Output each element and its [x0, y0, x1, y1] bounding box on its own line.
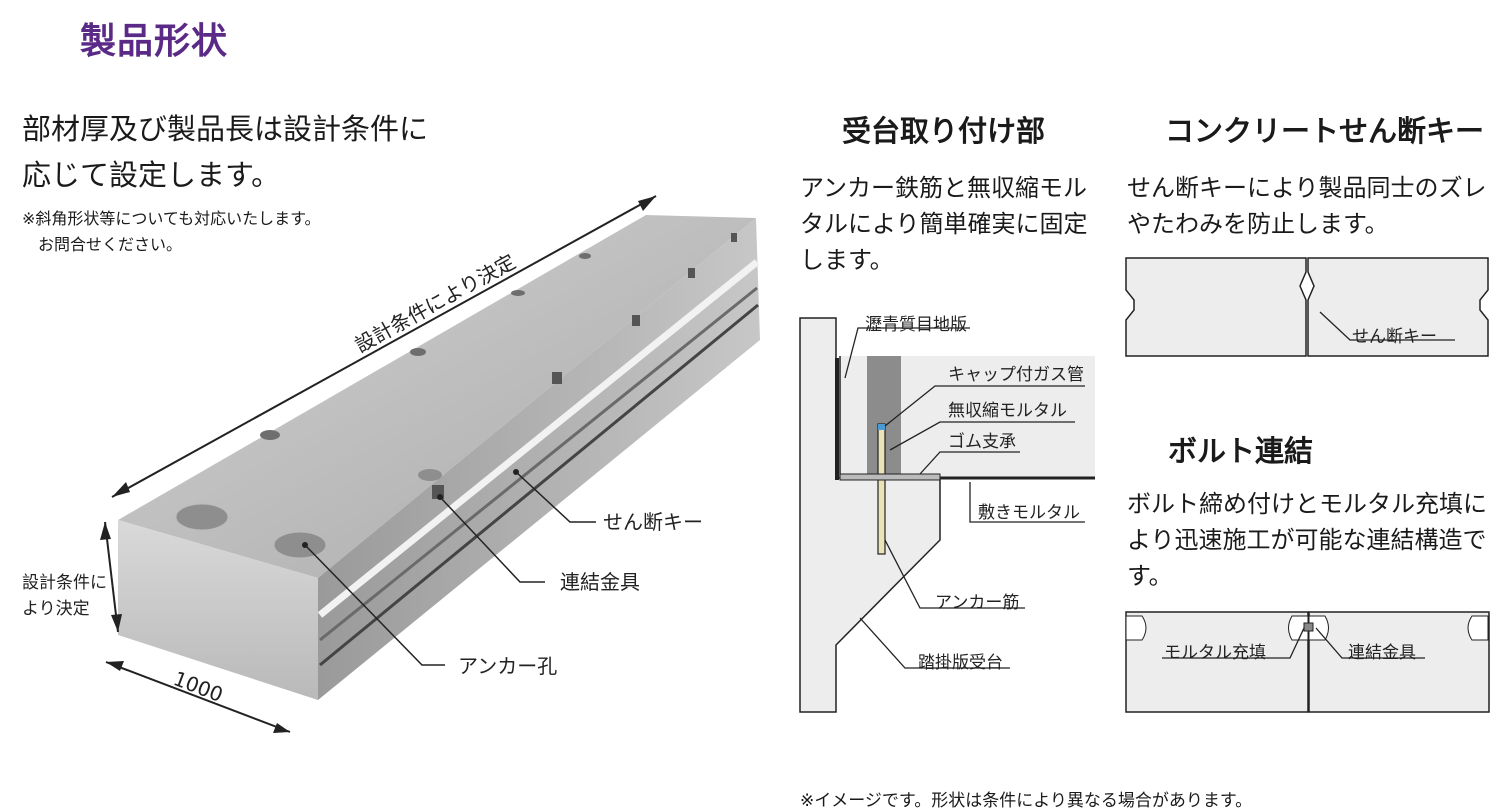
slab-top-face — [118, 215, 756, 578]
bearing-diagram: 瀝青質目地版 キャップ付ガス管 無収縮モルタル ゴム支承 敷きモルタル アンカー… — [799, 315, 1095, 713]
anchor-hole — [273, 531, 327, 559]
footer-note: ※イメージです。形状は条件により異なる場合があります。 — [800, 791, 1253, 811]
note-line-1: ※斜角形状等についても対応いたします。 — [22, 209, 321, 228]
width-label: 1000 — [170, 666, 226, 707]
bolt-heading: ボルト連結 — [1168, 434, 1314, 468]
height-label-1: 設計条件に — [22, 573, 107, 593]
callout-shear-key: せん断キー — [603, 510, 703, 534]
label-rubber: ゴム支承 — [948, 431, 1016, 452]
label-cap-pipe: キャップ付ガス管 — [948, 365, 1084, 385]
product-illustration: 設計条件により決定 設計条件に より決定 1000 せん断キー 連結金具 アンカ… — [22, 195, 760, 733]
width-dimension-line — [105, 661, 291, 733]
bearing-desc-line-1: アンカー鉄筋と無収縮モル — [800, 174, 1088, 202]
bolt-desc-line-2: より迅速施工が可能な連結構造で — [1127, 526, 1487, 554]
length-dimension-line — [111, 195, 657, 498]
shear-key-left-block — [1125, 257, 1307, 357]
lead-text: 部材厚及び製品長は設計条件に 応じて設定します。 — [22, 106, 492, 198]
lead-line-1: 部材厚及び製品長は設計条件に — [22, 112, 429, 146]
bolt-connector — [1303, 622, 1314, 632]
label-shear-key: せん断キー — [1352, 327, 1437, 347]
bolt-desc-line-3: す。 — [1127, 562, 1173, 590]
bolt-diagram: モルタル充填 連結金具 — [1125, 611, 1490, 713]
label-connector: 連結金具 — [1348, 643, 1416, 663]
label-mortar: 無収縮モルタル — [948, 401, 1067, 421]
bearing-desc-line-3: します。 — [800, 246, 894, 274]
shear-key-ridge — [317, 259, 760, 618]
callout-anchor-hole: アンカー孔 — [458, 654, 557, 678]
bearing-description: アンカー鉄筋と無収縮モル タルにより簡単確実に固定 します。 — [800, 170, 1100, 278]
shear-key-desc-line-2: やたわみを防止します。 — [1127, 210, 1389, 238]
shear-key-description: せん断キーにより製品同士のズレ やたわみを防止します。 — [1127, 170, 1506, 242]
label-mortar-fill: モルタル充填 — [1164, 643, 1266, 663]
asphalt-board — [835, 358, 839, 480]
label-seat: 踏掛版受台 — [918, 653, 1003, 673]
rubber-bearing — [839, 473, 941, 481]
bolt-left-block — [1125, 611, 1309, 713]
callout-connector: 連結金具 — [560, 570, 640, 594]
shear-key-desc-line-1: せん断キーにより製品同士のズレ — [1127, 174, 1487, 202]
anchor-hole — [175, 503, 229, 531]
shear-key-diagram: せん断キー — [1125, 257, 1489, 357]
page-title: 製品形状 — [80, 21, 229, 62]
slab-side-face — [318, 218, 760, 700]
height-dimension-line — [104, 521, 119, 633]
bolt-desc-line-1: ボルト締め付けとモルタル充填に — [1127, 490, 1487, 518]
label-bed-mortar: 敷きモルタル — [978, 503, 1080, 523]
bearing-heading: 受台取り付け部 — [842, 114, 1046, 148]
label-anchor-bar: アンカー筋 — [935, 593, 1019, 613]
bearing-desc-line-2: タルにより簡単確実に固定 — [800, 210, 1088, 238]
note-text: ※斜角形状等についても対応いたします。 お問合せください。 — [22, 206, 321, 258]
note-line-2: お問合せください。 — [38, 235, 183, 254]
bolt-description: ボルト締め付けとモルタル充填に より迅速施工が可能な連結構造で す。 — [1127, 486, 1506, 594]
shear-key-right-block — [1307, 257, 1489, 357]
height-label-2: より決定 — [22, 599, 90, 619]
lead-line-2: 応じて設定します。 — [22, 158, 281, 192]
bolt-right-block — [1308, 611, 1490, 713]
label-asphalt-board: 瀝青質目地版 — [865, 315, 967, 335]
shear-key-heading: コンクリートせん断キー — [1165, 114, 1485, 148]
slab-end-face — [118, 520, 318, 700]
anchor-bar — [877, 423, 886, 555]
